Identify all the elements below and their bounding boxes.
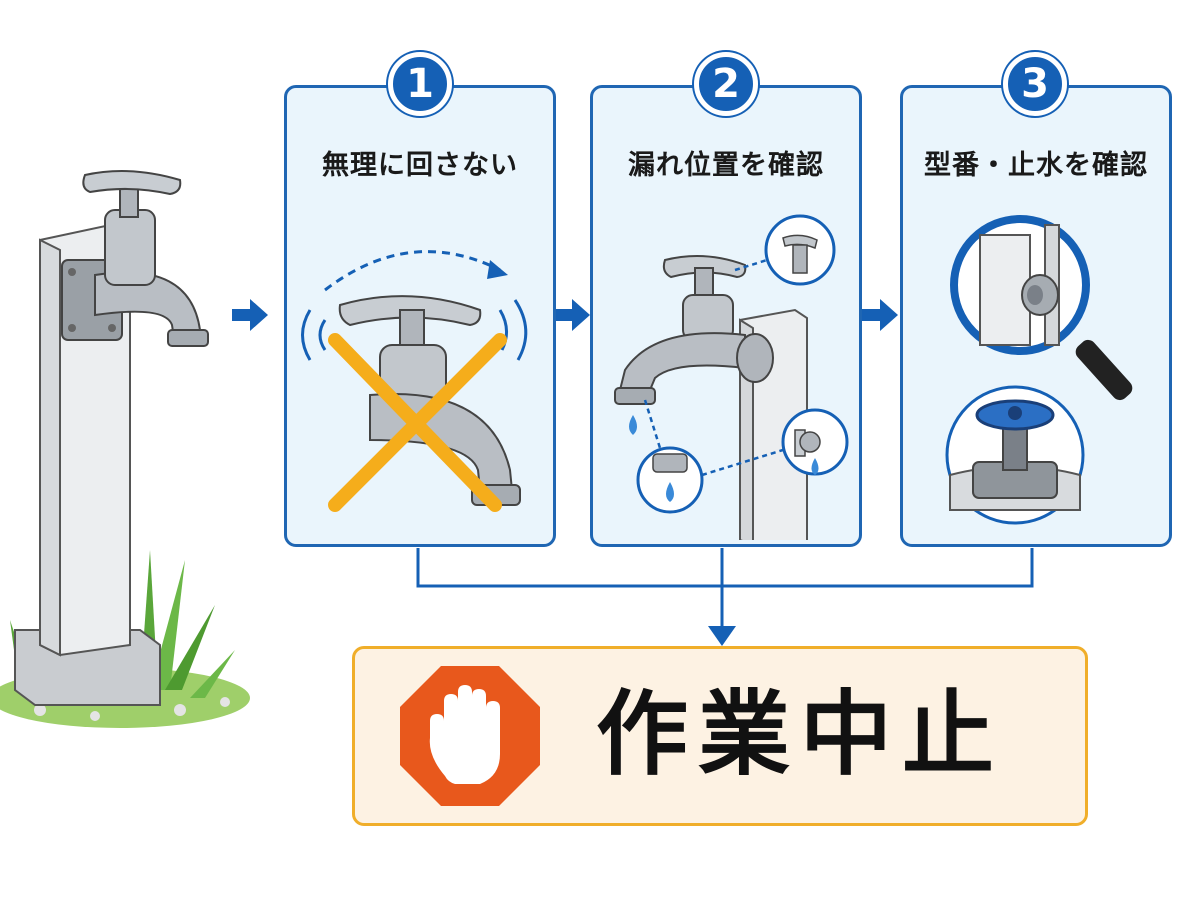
water-drop-icon xyxy=(666,482,674,502)
water-drop-icon xyxy=(811,458,819,475)
valve-handle-icon xyxy=(949,399,1081,511)
step-title-3: 型番・止水を確認 xyxy=(924,150,1148,181)
step-title-1: 無理に回さない xyxy=(322,150,518,181)
forbidden-cross-icon xyxy=(328,333,507,512)
arrow-right-icon xyxy=(232,299,268,331)
faucet-icon xyxy=(614,255,774,405)
step-badge-1: 1 xyxy=(388,52,452,116)
magnifier-icon xyxy=(950,215,1133,401)
merge-connector xyxy=(416,548,1034,646)
step-3-illustration xyxy=(945,215,1133,525)
step-title-2: 漏れ位置を確認 xyxy=(628,150,824,181)
water-drop-icon xyxy=(629,415,637,435)
arrow-right-icon xyxy=(862,299,898,331)
step-2-illustration xyxy=(614,214,849,540)
step-badge-2: 2 xyxy=(694,52,758,116)
step-1-illustration xyxy=(301,250,528,512)
stop-hand-icon xyxy=(400,666,540,806)
result-label: 作業中止 xyxy=(595,681,1004,788)
faucet-post-illustration xyxy=(0,170,250,728)
step-badge-3: 3 xyxy=(1003,52,1067,116)
arrow-right-icon xyxy=(554,299,590,331)
